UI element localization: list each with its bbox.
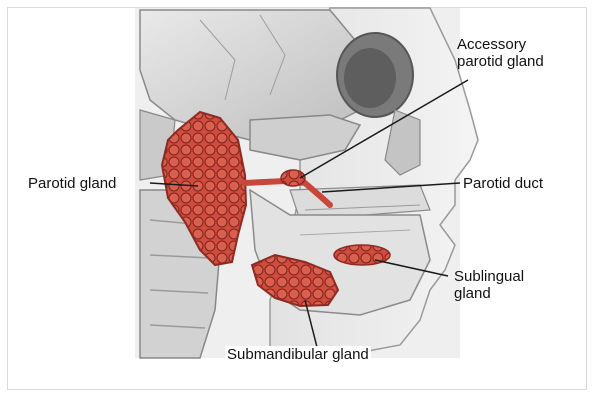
label-submandibular-gland: Submandibular gland: [225, 346, 371, 363]
label-sublingual-gland: Sublingual gland: [454, 268, 524, 302]
label-accessory-parotid-gland: Accessory parotid gland: [457, 36, 544, 70]
label-parotid-duct: Parotid duct: [463, 175, 543, 192]
label-parotid-gland: Parotid gland: [28, 175, 116, 192]
